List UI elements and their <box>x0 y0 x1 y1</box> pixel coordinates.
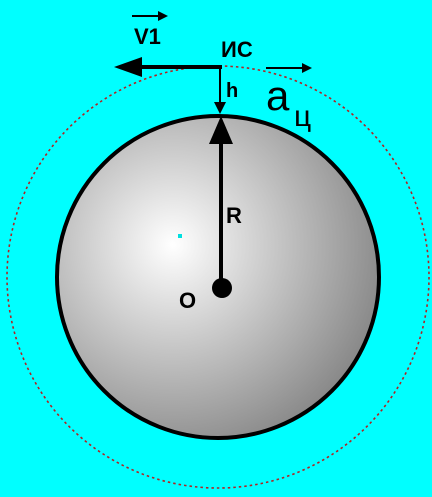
radius-arrowhead <box>209 116 233 144</box>
accel-vector-bar-head <box>302 63 312 73</box>
radius-label: R <box>226 203 242 228</box>
height-label: h <box>226 80 238 102</box>
center-point <box>212 278 232 298</box>
orbit-path <box>6 65 430 489</box>
accel-subscript: ц <box>294 100 311 133</box>
velocity-arrowhead <box>114 57 142 77</box>
planet <box>55 114 381 440</box>
height-arrowhead <box>214 102 226 114</box>
accel-letter: a <box>266 72 290 119</box>
velocity-label: V1 <box>134 24 161 49</box>
satellite-label: ИС <box>221 37 253 62</box>
highlight-dot <box>178 234 182 238</box>
center-label: O <box>179 288 196 313</box>
velocity-vector-bar-head <box>158 11 168 21</box>
